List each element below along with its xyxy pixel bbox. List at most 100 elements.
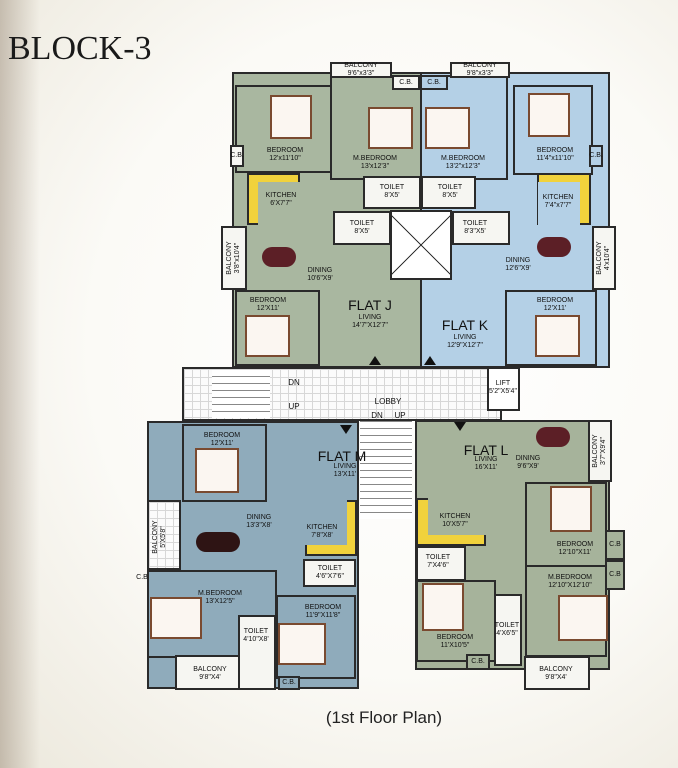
room-dim: 8'X5' bbox=[442, 192, 458, 199]
room-name: BEDROOM bbox=[203, 432, 241, 439]
bed-icon bbox=[550, 486, 592, 532]
flat-l-balcony-bottom bbox=[524, 656, 590, 690]
room-name: TOILET bbox=[494, 622, 520, 629]
flat-k-cb-right-label: C.B. bbox=[589, 152, 603, 159]
flat-k-cb-right bbox=[589, 145, 603, 167]
flat-k-cb-top-label: C.B. bbox=[427, 79, 441, 86]
room-name: TOILET bbox=[349, 220, 375, 227]
flat-k-toilet1 bbox=[421, 176, 476, 209]
flat-m-balcony-side bbox=[147, 500, 181, 570]
room-dim: 13'3"X8' bbox=[246, 522, 272, 529]
room-dim: 7'4"x7'7" bbox=[544, 202, 572, 209]
room-dim: 12'10"X11' bbox=[558, 549, 592, 556]
bed-icon bbox=[528, 93, 570, 137]
bed-icon bbox=[195, 448, 239, 493]
stair-dn2-label: DN bbox=[371, 411, 383, 420]
entry-arrow-icon bbox=[340, 425, 352, 434]
room-name: BALCONY bbox=[344, 62, 378, 69]
room-dim: 14'7"X12'7" bbox=[352, 322, 388, 329]
lobby-label: LOBBY bbox=[374, 397, 402, 406]
room-name: BALCONY bbox=[152, 520, 159, 554]
room-dim: 5'2"X5'4" bbox=[489, 388, 517, 395]
room-name: M.BEDROOM bbox=[548, 574, 592, 581]
flat-m-cb-left-label: C.B bbox=[136, 574, 148, 581]
room-name: KITCHEN bbox=[439, 513, 471, 520]
flat-m-cb-bottom bbox=[278, 676, 300, 690]
flat-k-toilet2 bbox=[452, 211, 510, 245]
room-dim: 9'8"X4' bbox=[545, 674, 567, 681]
room-name: M.BEDROOM bbox=[441, 155, 485, 162]
staircase-center bbox=[360, 421, 412, 519]
block-title: BLOCK-3 bbox=[8, 30, 152, 67]
room-name: BALCONY bbox=[592, 434, 599, 468]
dining-table-icon bbox=[262, 247, 296, 267]
entry-arrow-icon bbox=[424, 356, 436, 365]
room-dim: 12'9"X12'7" bbox=[447, 342, 483, 349]
flat-k-cb-top bbox=[420, 75, 448, 90]
room-name: BEDROOM bbox=[436, 634, 474, 641]
room-dim: 4'x10'4" bbox=[604, 245, 611, 271]
room-dim: 5'X5'8" bbox=[160, 526, 167, 548]
flat-j-toilet1 bbox=[363, 176, 421, 209]
room-name: KITCHEN bbox=[265, 192, 297, 199]
flat-l-title: FLAT L bbox=[463, 442, 509, 458]
flat-j-toilet2 bbox=[333, 211, 391, 245]
bed-icon bbox=[278, 623, 326, 665]
bed-icon bbox=[425, 107, 470, 149]
flat-m-kitchen-floor bbox=[305, 500, 347, 545]
flat-k-balcony-side bbox=[592, 226, 616, 290]
room-name: TOILET bbox=[462, 220, 488, 227]
flat-l-cb2-label: C.B bbox=[609, 571, 621, 578]
dining-table-icon bbox=[537, 237, 571, 257]
room-name: BEDROOM bbox=[266, 147, 304, 154]
room-dim: 7'8"X8' bbox=[311, 532, 333, 539]
flat-k-kitchen-floor bbox=[538, 182, 580, 225]
flat-j-balcony-top bbox=[330, 62, 392, 78]
flat-l-cb-bottom-label: C.B. bbox=[471, 658, 485, 665]
room-name: DINING bbox=[307, 267, 333, 274]
stair-up-label: UP bbox=[288, 402, 300, 411]
flat-j-title: FLAT J bbox=[348, 297, 392, 313]
room-name: BALCONY bbox=[463, 62, 497, 69]
room-name: M.BEDROOM bbox=[353, 155, 397, 162]
flat-j-balcony-side bbox=[221, 226, 247, 290]
flat-m-toilet2 bbox=[238, 615, 276, 690]
room-dim: 12'X11' bbox=[210, 440, 234, 447]
room-dim: 4'6"X7'6" bbox=[316, 573, 344, 580]
room-dim: 11'4"x11'10" bbox=[536, 155, 574, 162]
room-name: BALCONY bbox=[226, 241, 233, 275]
room-name: DINING bbox=[505, 257, 531, 264]
room-dim: 9'6"x3'3" bbox=[347, 70, 375, 77]
room-dim: 9'8"x3'3" bbox=[466, 70, 494, 77]
room-dim: 7'X4'6" bbox=[427, 562, 449, 569]
flat-j-cb-left-label: C.B. bbox=[230, 152, 244, 159]
room-dim: 10'X5'7" bbox=[442, 521, 468, 528]
room-dim: 9'8"X4' bbox=[199, 674, 221, 681]
bed-icon bbox=[558, 595, 608, 641]
room-dim: 8'3"X5' bbox=[464, 228, 486, 235]
room-name: BALCONY bbox=[539, 666, 573, 673]
room-dim: 12'X11' bbox=[256, 305, 280, 312]
